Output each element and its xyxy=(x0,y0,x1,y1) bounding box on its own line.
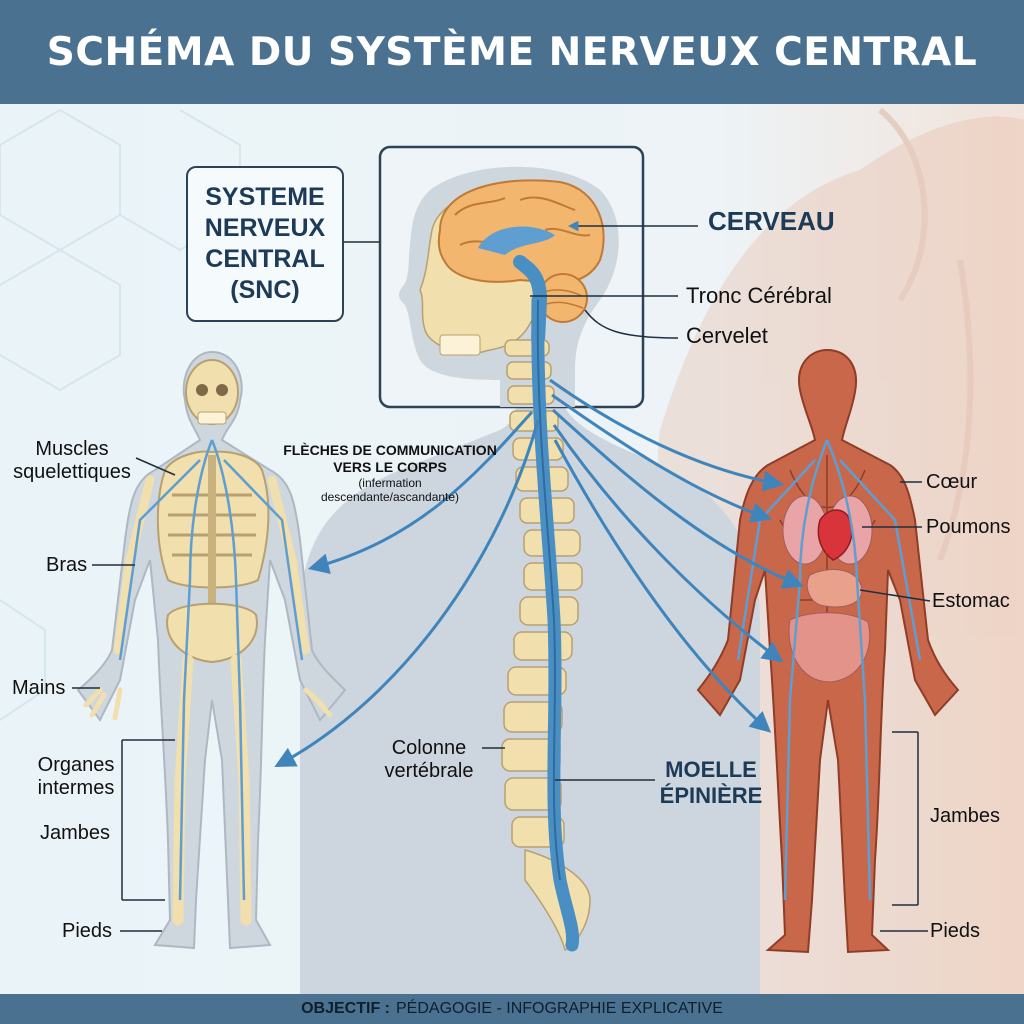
moelle-line-1: MOELLE xyxy=(665,757,757,782)
snc-line-3: CENTRAL xyxy=(205,245,325,273)
page-title: SCHÉMA DU SYSTÈME NERVEUX CENTRAL xyxy=(46,29,978,75)
label-coeur: Cœur xyxy=(926,471,978,493)
muscles-line-2: squelettiques xyxy=(13,461,131,483)
communication-note: FLÈCHES DE COMMUNICATION VERS LE CORPS (… xyxy=(270,442,510,504)
label-estomac: Estomac xyxy=(932,590,1010,612)
note-title-line-2: VERS LE CORPS xyxy=(333,459,447,475)
note-sub-line-2: descendante/ascandante) xyxy=(320,490,460,504)
label-jambes-left: Jambes xyxy=(40,822,111,844)
note-sub-line-1: (infermation xyxy=(358,476,422,490)
label-poumons: Poumons xyxy=(926,516,1011,538)
label-pieds-right: Pieds xyxy=(930,920,981,942)
muscles-line-1: Muscles xyxy=(35,438,109,460)
label-muscles-squelettiques: Muscles squelettiques xyxy=(8,438,136,484)
label-cervelet: Cervelet xyxy=(686,323,768,348)
label-jambes-right: Jambes xyxy=(930,805,1001,827)
note-title-line-1: FLÈCHES DE COMMUNICATION xyxy=(283,442,497,458)
label-pieds-left: Pieds xyxy=(62,920,113,942)
snc-line-4: (SNC) xyxy=(230,276,300,304)
communication-arrows xyxy=(274,378,804,767)
skeleton-figure xyxy=(76,350,347,950)
label-mains: Mains xyxy=(12,677,66,699)
footer-label: OBJECTIF : xyxy=(301,1000,390,1017)
label-moelle-epiniere: MOELLE ÉPINIÈRE xyxy=(656,757,766,809)
snc-line-2: NERVEUX xyxy=(204,214,326,242)
label-bras: Bras xyxy=(46,554,88,576)
muscle-figure xyxy=(696,348,960,954)
organes-line-2: intermes xyxy=(37,777,115,799)
colonne-line-1: Colonne xyxy=(391,737,467,759)
header-bar: SCHÉMA DU SYSTÈME NERVEUX CENTRAL xyxy=(0,0,1024,104)
snc-line-1: SYSTEME xyxy=(205,183,325,211)
label-colonne-vertebrale: Colonne vertébrale xyxy=(376,737,482,783)
label-cerveau: CERVEAU xyxy=(708,206,835,236)
colonne-line-2: vertébrale xyxy=(384,760,474,782)
leader-lines xyxy=(72,220,931,932)
moelle-line-2: ÉPINIÈRE xyxy=(659,783,763,808)
snc-label-box: SYSTEME NERVEUX CENTRAL (SNC) xyxy=(186,166,344,322)
organes-line-1: Organes xyxy=(37,754,115,776)
footer-bar: OBJECTIF : PÉDAGOGIE - INFOGRAPHIE EXPLI… xyxy=(0,994,1024,1024)
label-organes-internes: Organes intermes xyxy=(22,754,130,800)
label-tronc-cerebral: Tronc Cérébral xyxy=(686,283,832,308)
footer-text: PÉDAGOGIE - INFOGRAPHIE EXPLICATIVE xyxy=(396,1000,723,1017)
